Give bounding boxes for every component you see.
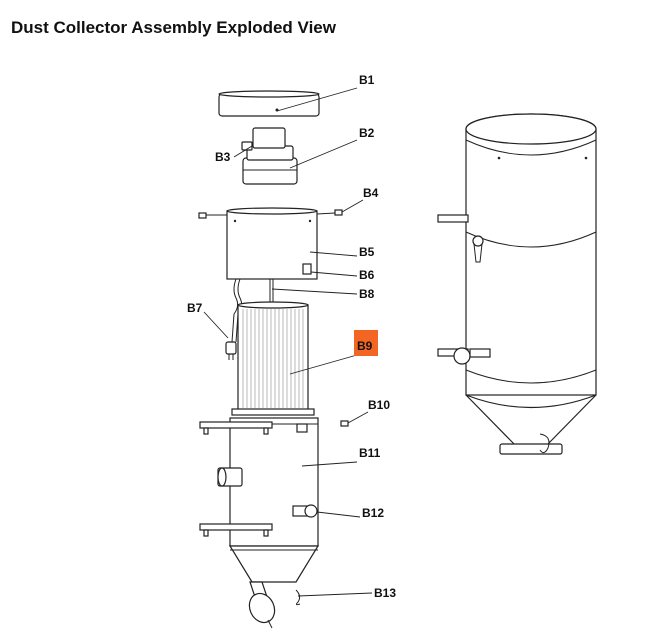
label-b9: B9 bbox=[357, 339, 373, 353]
part-b2-motor[interactable] bbox=[242, 127, 298, 185]
label-b6: B6 bbox=[359, 268, 375, 282]
label-b12: B12 bbox=[362, 506, 384, 520]
label-b1: B1 bbox=[359, 73, 375, 87]
label-b7: B7 bbox=[187, 301, 203, 315]
label-b10: B10 bbox=[368, 398, 390, 412]
label-b11: B11 bbox=[359, 446, 381, 460]
part-b6-switch[interactable] bbox=[302, 263, 312, 275]
label-b5: B5 bbox=[359, 245, 375, 259]
label-b9-highlight[interactable]: B9 bbox=[354, 330, 378, 356]
page-title: Dust Collector Assembly Exploded View bbox=[11, 18, 336, 37]
label-b2: B2 bbox=[359, 126, 375, 140]
part-b9-filter[interactable] bbox=[231, 301, 315, 416]
label-b13: B13 bbox=[374, 586, 396, 600]
leader-lines bbox=[203, 87, 373, 597]
part-b11-collector-body[interactable] bbox=[199, 417, 320, 583]
part-b1-lid[interactable] bbox=[218, 90, 320, 117]
part-b12-clamp[interactable] bbox=[292, 504, 318, 518]
assembled-view bbox=[437, 113, 597, 455]
label-b8: B8 bbox=[359, 287, 375, 301]
part-b8-wire[interactable] bbox=[269, 279, 274, 305]
part-b10-screw[interactable] bbox=[340, 420, 349, 427]
part-b5-housing[interactable] bbox=[206, 207, 336, 280]
label-b3: B3 bbox=[215, 150, 231, 164]
part-b13-valve[interactable] bbox=[245, 581, 301, 629]
label-b4: B4 bbox=[363, 186, 379, 200]
